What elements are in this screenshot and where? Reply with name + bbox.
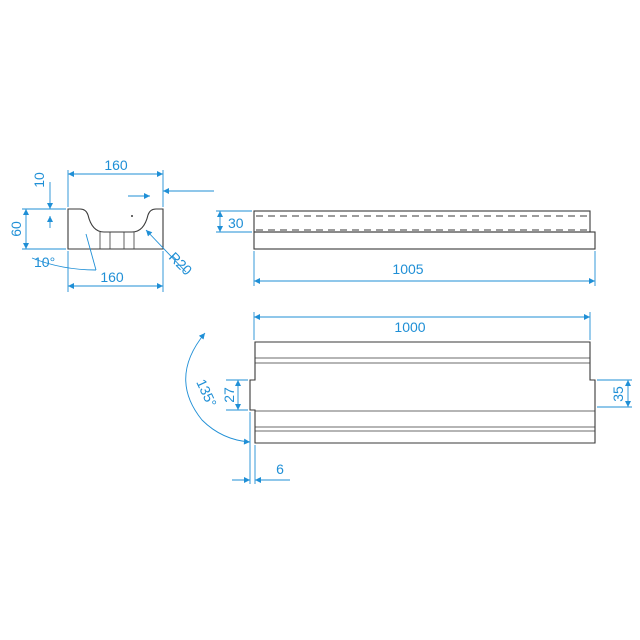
label-angle: 10°: [34, 254, 55, 270]
section-view: 160 10 60 10° R20 160: [8, 157, 214, 292]
label-top-length: 1000: [394, 319, 425, 335]
label-side-length: 1005: [392, 261, 423, 277]
center-mark: [131, 215, 133, 217]
label-bottom-width: 160: [100, 269, 124, 285]
leader-radius: [145, 229, 187, 273]
label-radius: R20: [166, 249, 196, 279]
top-body-outline: [249, 341, 596, 444]
leader-angle: [85, 233, 97, 271]
label-top-width: 160: [104, 157, 128, 173]
label-angle-135: 135°: [193, 377, 220, 410]
channel-profile: [67, 208, 164, 250]
side-body-upper: [253, 210, 591, 233]
top-view: 1000 135° 27 35 6: [185, 312, 632, 484]
side-view: 30 1005: [216, 210, 596, 286]
label-end-width: 35: [610, 386, 626, 402]
label-depth: 10: [31, 172, 47, 188]
label-offset: 27: [221, 387, 237, 403]
label-side-height: 30: [228, 215, 244, 231]
side-body-lower: [253, 231, 596, 250]
label-height: 60: [8, 221, 24, 237]
dim-arc-angle: [31, 257, 97, 271]
dim-arc-135: [185, 332, 251, 445]
label-lip: 6: [276, 461, 284, 477]
